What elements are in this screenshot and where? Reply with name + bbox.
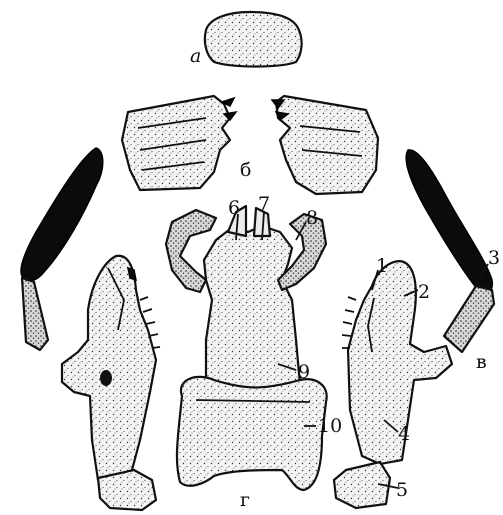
callout-number-10: 10 bbox=[318, 415, 342, 437]
right-palp-flagellum bbox=[406, 150, 492, 293]
callout-number-6: 6 bbox=[228, 197, 240, 219]
callout-number-5: 5 bbox=[396, 479, 408, 501]
callout-number-2: 2 bbox=[418, 281, 430, 303]
part-letter-g: г bbox=[240, 489, 250, 511]
labrum-part-a bbox=[205, 12, 302, 67]
callout-number-7: 7 bbox=[258, 193, 270, 215]
maxilla-left-part-v bbox=[62, 256, 160, 510]
callout-number-4: 4 bbox=[398, 423, 410, 445]
part-letter-a: а bbox=[190, 45, 201, 67]
maxilla-right-part-v bbox=[334, 261, 494, 508]
part-letter-v: в bbox=[476, 351, 487, 373]
callout-number-3: 3 bbox=[488, 247, 500, 269]
labium-part-g bbox=[166, 206, 327, 490]
callout-number-1: 1 bbox=[376, 255, 388, 277]
callout-number-9: 9 bbox=[298, 361, 310, 383]
part-letter-b: б bbox=[240, 159, 251, 181]
callout-number-8: 8 bbox=[306, 207, 318, 229]
mandible-right-part-b bbox=[272, 96, 378, 194]
mandible-left-part-b bbox=[122, 96, 236, 190]
